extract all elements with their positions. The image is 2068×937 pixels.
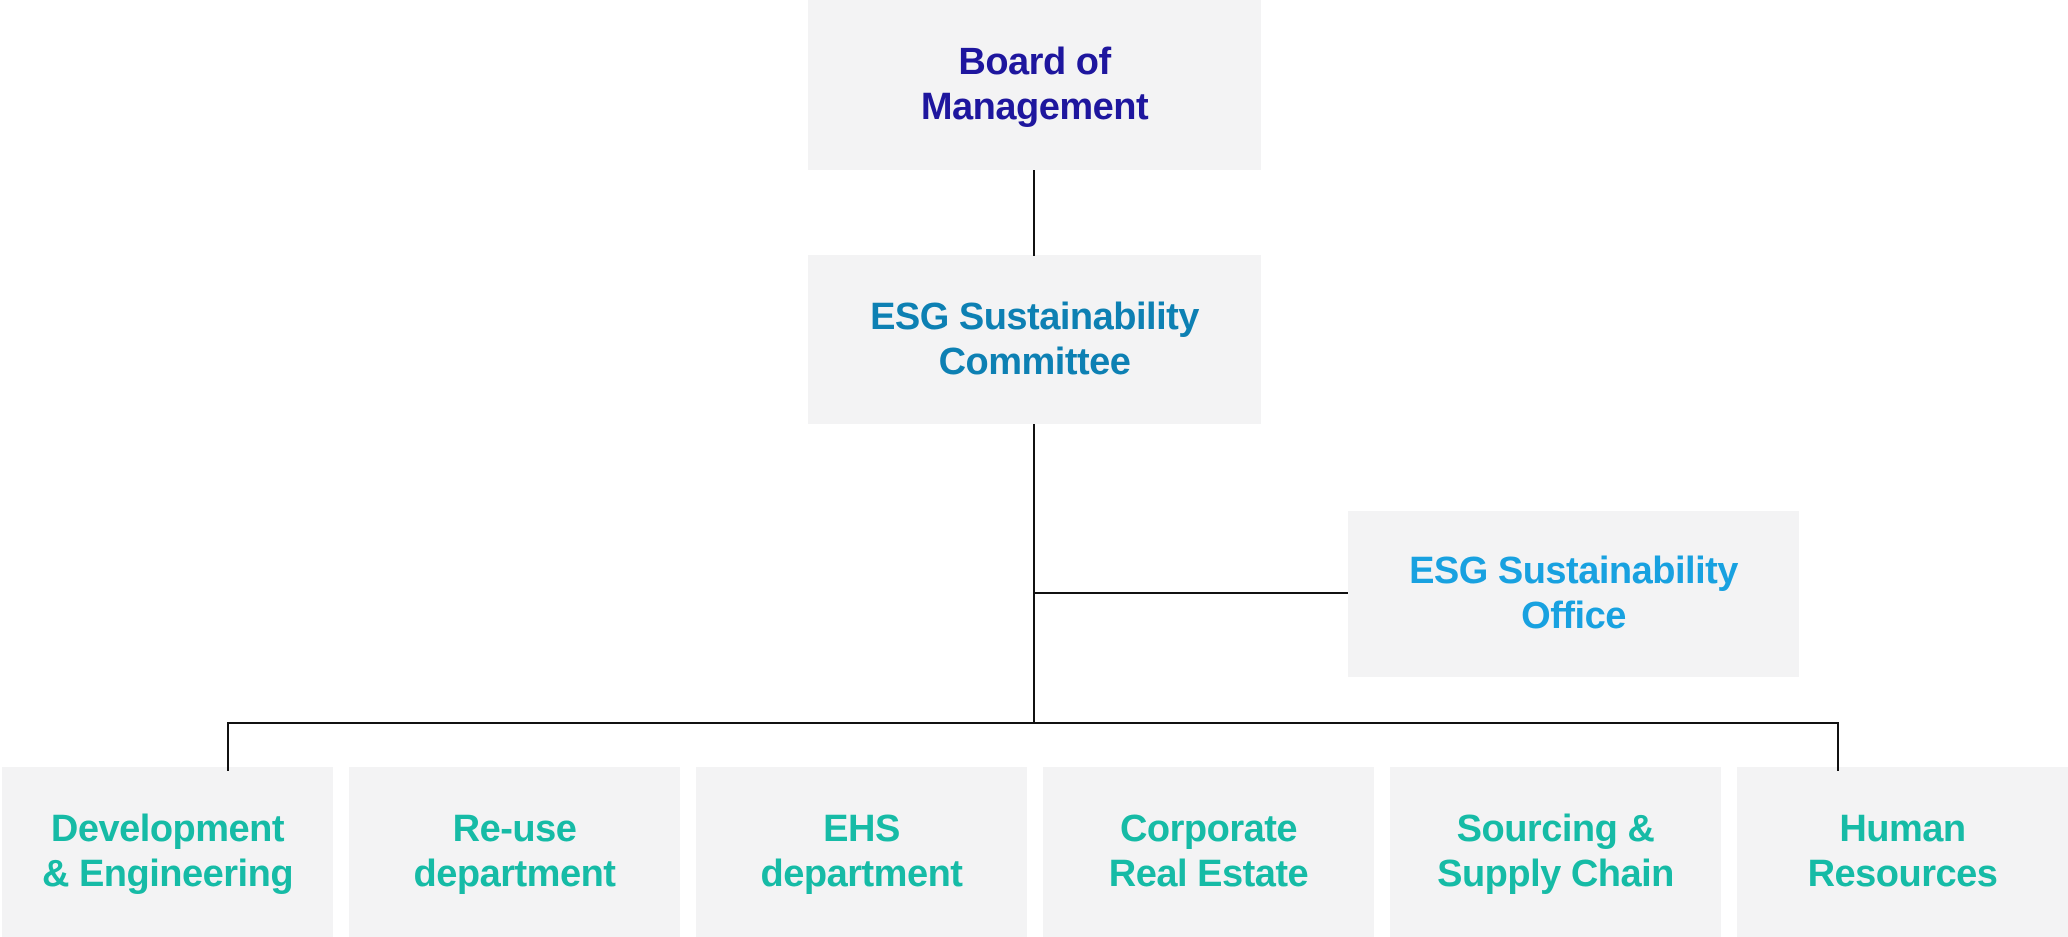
connector-distributor-right-tick [1837, 722, 1839, 771]
connector-committee-to-departments [1033, 424, 1035, 724]
dept-label: Human Resources [1807, 808, 1998, 895]
connector-branch-to-office [1034, 592, 1348, 594]
node-sourcing-supply-chain: Sourcing & Supply Chain [1390, 767, 1721, 937]
dept-label: Sourcing & Supply Chain [1437, 808, 1674, 895]
dept-label: Corporate Real Estate [1108, 808, 1309, 895]
node-development-engineering: Development & Engineering [2, 767, 333, 937]
dept-label: EHS department [760, 808, 963, 895]
connector-distributor-left-tick [227, 722, 229, 771]
node-office-label: ESG Sustainability Office [1409, 550, 1738, 637]
node-board-of-management: Board of Management [808, 0, 1261, 170]
dept-label: Development & Engineering [41, 808, 294, 895]
node-corporate-real-estate: Corporate Real Estate [1043, 767, 1374, 937]
node-ehs-department: EHS department [696, 767, 1027, 937]
node-reuse-department: Re-use department [349, 767, 680, 937]
node-esg-sustainability-committee: ESG Sustainability Committee [808, 255, 1261, 424]
node-board-label: Board of Management [920, 41, 1149, 128]
node-human-resources: Human Resources [1737, 767, 2068, 937]
node-esg-sustainability-office: ESG Sustainability Office [1348, 511, 1799, 677]
node-committee-label: ESG Sustainability Committee [870, 295, 1199, 383]
dept-label: Re-use department [413, 808, 616, 895]
connector-departments-distributor [227, 722, 1839, 724]
connector-board-to-committee [1033, 170, 1035, 256]
